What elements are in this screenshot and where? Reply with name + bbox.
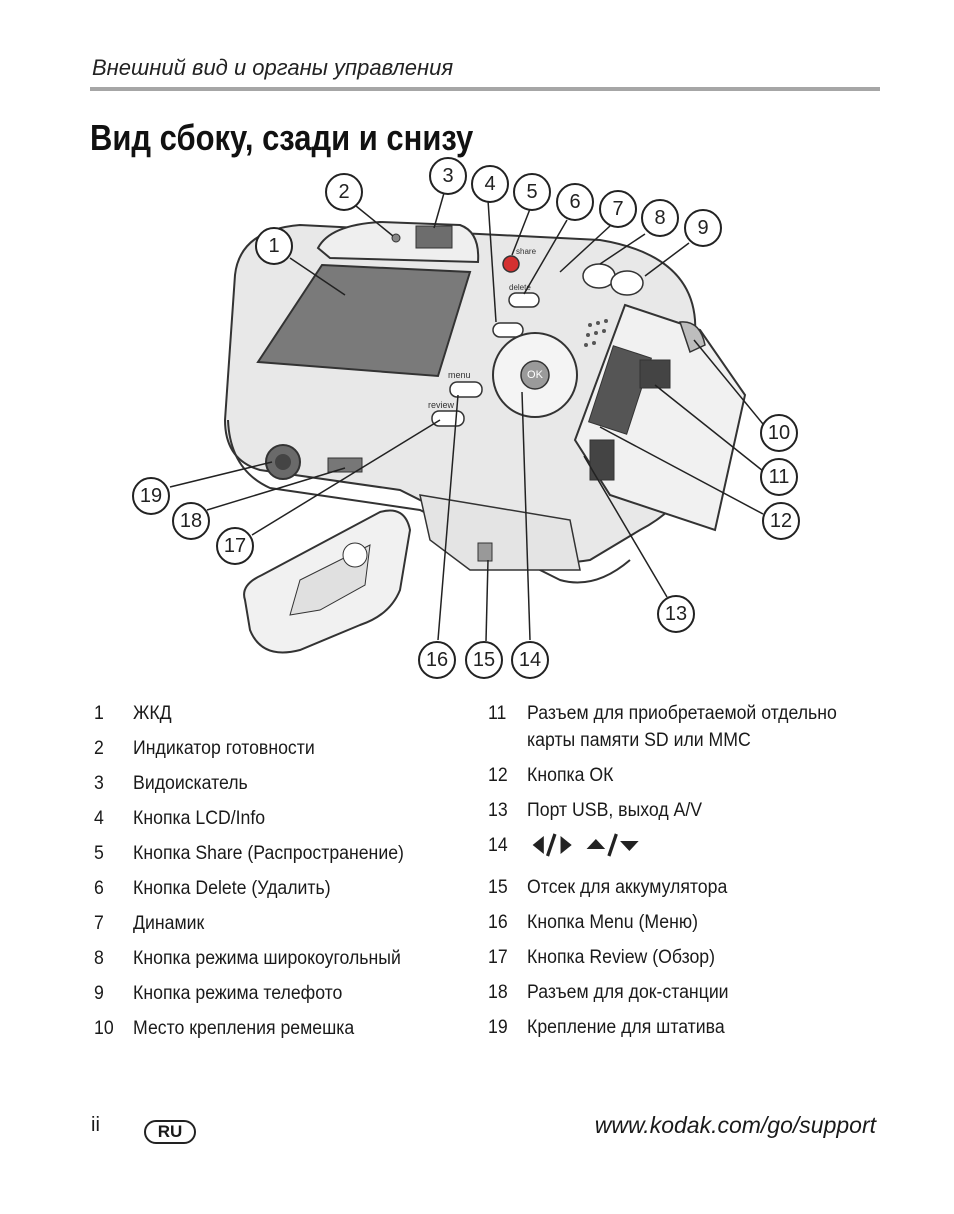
callout-7: 7 [599,190,637,228]
callout-14: 14 [511,641,549,679]
leader-lines [169,192,764,642]
page-number: ii [91,1114,100,1136]
callout-12: 12 [762,502,800,540]
callout-8: 8 [641,199,679,237]
svg-text:9: 9 [697,217,708,239]
svg-text:18: 18 [180,510,202,532]
support-url[interactable]: www.kodak.com/go/support [594,1112,876,1138]
callout-6: 6 [556,183,594,221]
svg-text:1: 1 [268,235,279,257]
delete-label: delete [509,283,531,292]
header-rule [90,87,880,91]
callout-9: 9 [684,209,722,247]
callout-18: 18 [172,502,210,540]
svg-text:10: 10 [768,422,790,444]
svg-text:15: 15 [473,649,495,671]
svg-text:19: 19 [140,485,162,507]
svg-text:3: 3 [442,165,453,187]
svg-text:4: 4 [484,173,495,195]
callout-4: 4 [471,165,509,203]
callout-19: 19 [132,477,170,515]
svg-text:8: 8 [654,207,665,229]
ok-label: OK [527,369,544,381]
callout-15: 15 [465,641,503,679]
share-label: share [516,247,537,256]
callout-1: 1 [255,227,293,265]
callout-17: 17 [216,527,254,565]
svg-text:12: 12 [770,510,792,532]
svg-text:17: 17 [224,535,246,557]
callout-13: 13 [657,595,695,633]
svg-text:5: 5 [526,181,537,203]
svg-text:14: 14 [519,649,541,671]
callout-11: 11 [760,458,798,496]
header-title: Внешний вид и органы управления [92,55,454,80]
svg-text:7: 7 [612,198,623,220]
callout-3: 3 [429,157,467,195]
review-label: review [428,400,455,410]
svg-text:16: 16 [426,649,448,671]
arrow-keys-icon [527,832,851,866]
camera-illustration: share delete OK menu review [223,220,747,654]
menu-label: menu [448,370,471,380]
navigation-arrows-icon [532,833,639,857]
language-badge: RU [144,1120,196,1144]
callout-5: 5 [513,173,551,211]
svg-text:13: 13 [665,603,687,625]
callout-16: 16 [418,641,456,679]
callout-2: 2 [325,173,363,211]
svg-text:11: 11 [769,466,790,488]
svg-text:2: 2 [338,181,349,203]
svg-text:6: 6 [569,191,580,213]
callout-10: 10 [760,414,798,452]
legend-item: 14 [488,832,851,866]
page-title: Вид сбоку, сзади и снизу [90,117,474,158]
camera-diagram: share delete OK menu review [132,157,800,679]
